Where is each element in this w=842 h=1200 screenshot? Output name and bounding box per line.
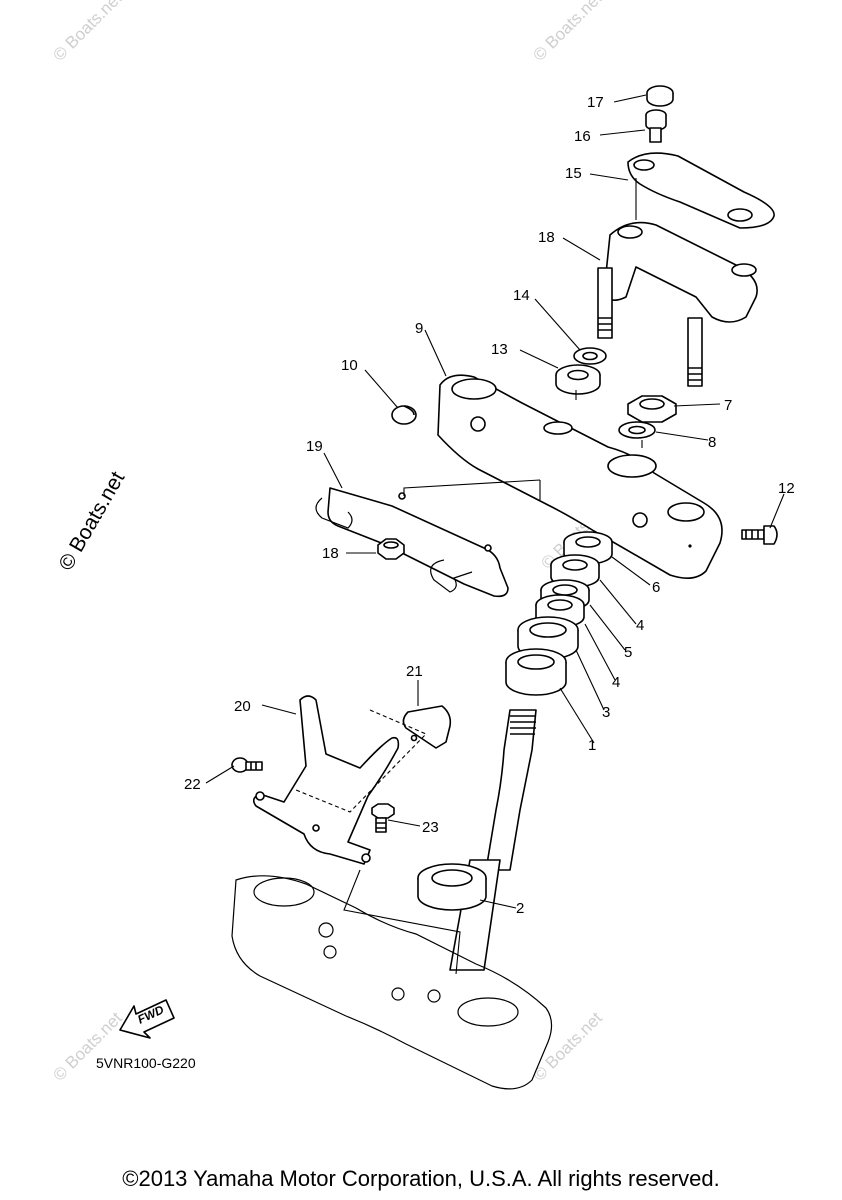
assembly-lines [295,178,643,975]
part-bearing-race [505,648,567,696]
callout-8: 8 [708,434,716,451]
part-plug [391,405,417,425]
exploded-parts-diagram: © Boats.net © Boats.net © Boats.net © Bo… [49,0,795,1090]
part-lower-handlebar-holder [597,221,758,387]
callout-1: 1 [588,737,596,754]
watermark-top-center: © Boats.net [529,0,606,65]
callout-20: 20 [234,698,251,715]
callout-11: 12 [778,480,795,497]
part-bearing-lower [417,863,487,911]
callout-9: 9 [415,320,423,337]
watermark-bottom-left: © Boats.net [49,1008,126,1085]
part-upper-handlebar-holder [627,152,775,229]
callout-16: 17 [587,94,604,111]
copyright-footer: ©2013 Yamaha Motor Corporation, U.S.A. A… [122,1166,720,1191]
callout-14: 15 [565,165,582,182]
callouts: 17 16 15 18 14 13 9 10 19 18 7 8 12 6 4 … [184,94,795,917]
callout-6: 6 [652,579,660,596]
part-side-bolt [741,525,778,545]
part-cap [646,85,674,107]
part-small-bracket [402,705,452,749]
watermark-bottom-right: © Boats.net [529,1008,606,1085]
part-cable-guide [315,487,509,598]
part-bolt-22 [231,757,263,773]
callout-23: 23 [422,819,439,836]
watermark-top-left: © Boats.net [49,0,126,65]
callout-18: 18 [322,545,339,562]
part-washer-8 [618,421,656,439]
part-washer-13 [573,347,607,365]
callout-19: 19 [306,438,323,455]
callout-12: 13 [491,341,508,358]
part-handlebar-bolt [645,109,667,143]
part-bolt-23 [371,803,395,833]
part-steering-nut [627,395,677,423]
fwd-arrow-icon: FWD [119,999,175,1039]
callout-7: 7 [724,397,732,414]
callout-2: 2 [516,900,524,917]
callout-15: 16 [574,128,591,145]
callout-4b: 4 [612,674,620,691]
callout-17: 18 [538,229,555,246]
callout-13: 14 [513,287,530,304]
part-lock-washer [563,531,613,565]
part-lower-bracket [231,875,553,1090]
callout-21: 21 [406,663,423,680]
part-damper-12 [555,364,601,395]
watermark-side: © Boats.net [54,468,129,575]
part-steering-stem [449,709,537,971]
part-nut-18 [377,538,405,560]
callout-5: 5 [624,644,632,661]
callout-22: 22 [184,776,201,793]
part-upper-bracket [437,374,723,579]
watermarks: © Boats.net © Boats.net © Boats.net © Bo… [49,0,614,1085]
part-meter-bracket [252,695,400,865]
callout-4a: 4 [636,617,644,634]
diagram-code: 5VNR100-G220 [96,1055,196,1071]
callout-10: 10 [341,357,358,374]
callout-leaders [205,94,785,909]
callout-3: 3 [602,704,610,721]
